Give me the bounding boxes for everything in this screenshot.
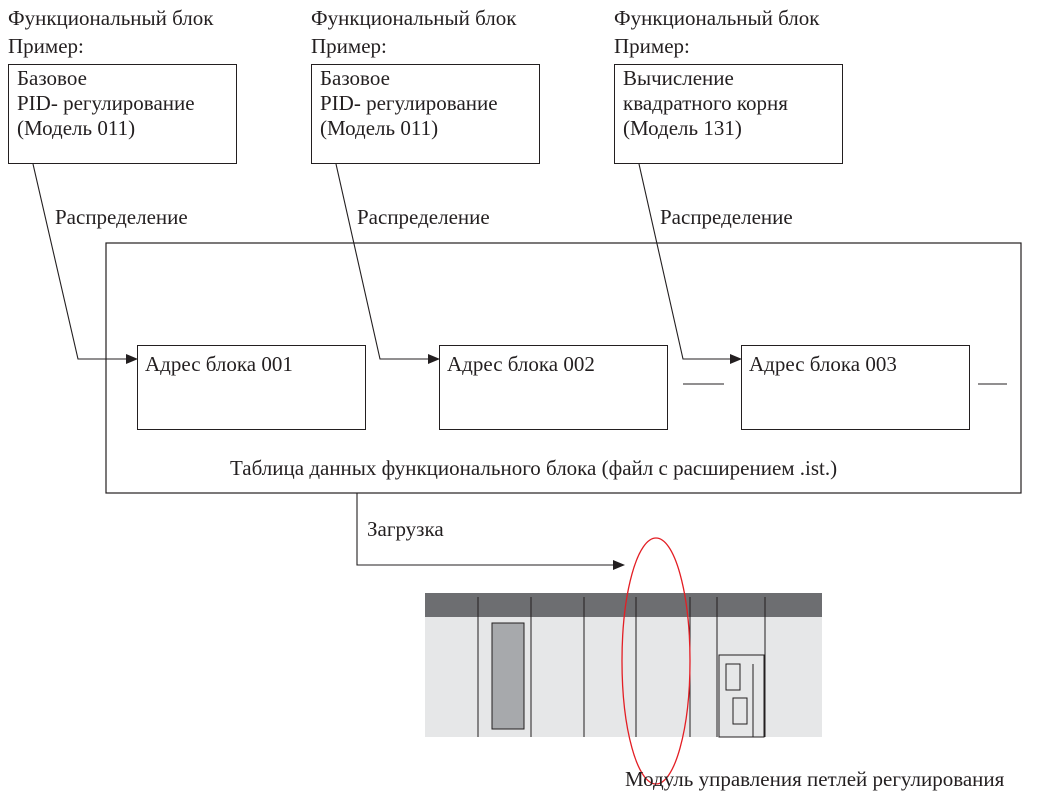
fb2-box: Базовое PID- регулирование (Модель 011) [311,64,540,164]
controller-rack [425,593,822,738]
block-address-003: Адрес блока 003 [749,352,897,376]
fb2-line-3: (Модель 011) [320,116,439,140]
block-address-001: Адрес блока 001 [145,352,293,376]
fb3-line-3: (Модель 131) [623,116,742,140]
table-frame [105,242,1022,494]
loop-module-highlight [621,537,691,785]
distribution-arrow-2 [335,163,440,364]
fb1-line-1: Базовое [17,66,87,90]
fb2-heading: Функциональный блок [311,6,517,30]
fb2-distribution-label: Распределение [357,205,490,229]
block-address-001-box: Адрес блока 001 [137,345,366,430]
fb1-heading: Функциональный блок [8,6,214,30]
distribution-arrow-3 [638,163,742,364]
fb1-line-2: PID- регулирование [17,91,195,115]
fb2-line-2: PID- регулирование [320,91,498,115]
block-address-002-box: Адрес блока 002 [439,345,668,430]
fb2-line-1: Базовое [320,66,390,90]
distribution-arrow-1 [32,163,138,364]
download-arrow [356,493,625,570]
fb1-box: Базовое PID- регулирование (Модель 011) [8,64,237,164]
fb3-distribution-label: Распределение [660,205,793,229]
fb3-example-label: Пример: [614,34,690,58]
fb3-box: Вычисление квадратного корня (Модель 131… [614,64,843,164]
download-label: Загрузка [367,517,444,541]
table-caption: Таблица данных функционального блока (фа… [230,456,838,480]
fb1-line-3: (Модель 011) [17,116,136,140]
fb2-example-label: Пример: [311,34,387,58]
block-address-003-box: Адрес блока 003 [741,345,970,430]
block-address-002: Адрес блока 002 [447,352,595,376]
fb3-line-1: Вычисление [623,66,734,90]
fb1-example-label: Пример: [8,34,84,58]
fb1-distribution-label: Распределение [55,205,188,229]
module-label: Модуль управления петлей регулирования [625,767,1005,791]
fb3-line-2: квадратного корня [623,91,788,115]
fb3-heading: Функциональный блок [614,6,820,30]
